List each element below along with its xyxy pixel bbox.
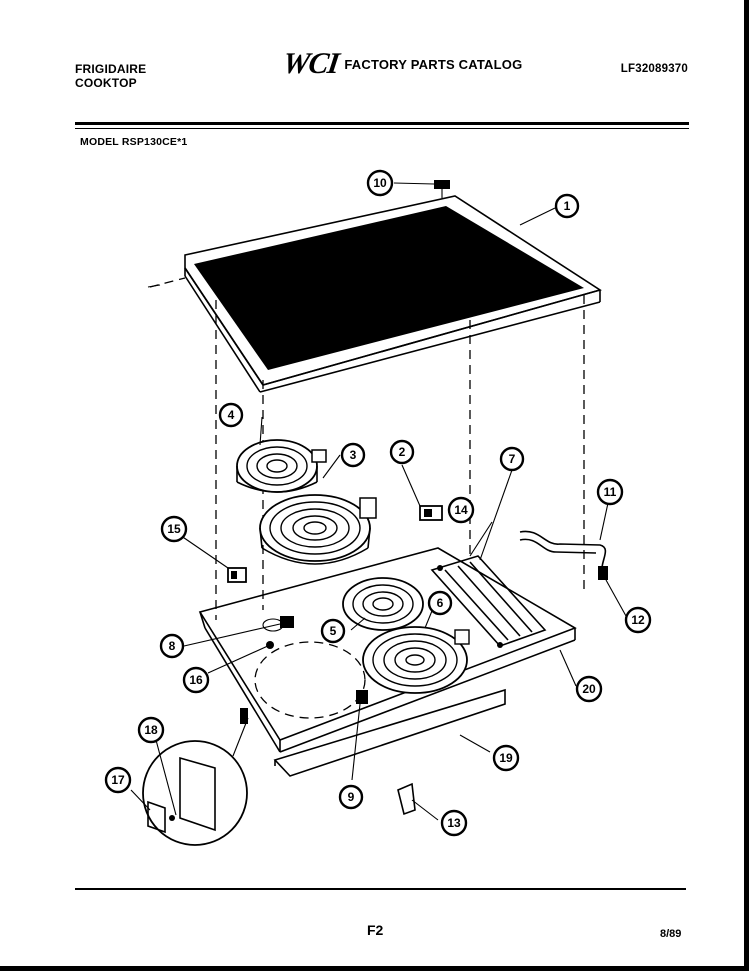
callout-label: 8 bbox=[169, 639, 176, 653]
callout-label: 12 bbox=[631, 613, 645, 627]
callout-16: 16 bbox=[182, 666, 210, 694]
callout-label: 7 bbox=[509, 452, 516, 466]
callout-12: 12 bbox=[624, 606, 652, 634]
callout-label: 18 bbox=[144, 723, 158, 737]
callout-label: 5 bbox=[330, 624, 337, 638]
part-switch-2 bbox=[419, 505, 443, 521]
callout-8: 8 bbox=[159, 633, 185, 659]
support-channel-19 bbox=[273, 688, 506, 777]
callout-3: 3 bbox=[340, 442, 366, 468]
callout-4: 4 bbox=[218, 402, 244, 428]
callout-label: 10 bbox=[373, 176, 387, 190]
callout-9: 9 bbox=[338, 784, 364, 810]
callout-20: 20 bbox=[575, 675, 603, 703]
footer-rule bbox=[75, 888, 686, 890]
catalog-title: FACTORY PARTS CATALOG bbox=[344, 56, 523, 72]
callout-17: 17 bbox=[104, 766, 132, 794]
brand-block: FRIGIDAIRE COOKTOP bbox=[75, 62, 146, 90]
callout-label: 2 bbox=[399, 445, 406, 459]
bracket-13 bbox=[397, 782, 416, 816]
surface-element-small-4 bbox=[236, 439, 327, 493]
catalog-heading: WCI FACTORY PARTS CATALOG bbox=[281, 47, 523, 80]
callout-label: 20 bbox=[582, 682, 596, 696]
callout-14: 14 bbox=[447, 496, 475, 524]
revision-date: 8/89 bbox=[660, 928, 682, 940]
callout-label: 19 bbox=[499, 751, 513, 765]
burner-box-pan-20 bbox=[198, 547, 577, 753]
cooktop-glass-top bbox=[147, 195, 602, 393]
header-rule-thick bbox=[75, 122, 689, 125]
catalog-part-number: LF32089370 bbox=[620, 63, 688, 75]
callout-label: 6 bbox=[437, 596, 444, 610]
leader-lines bbox=[130, 182, 627, 821]
callout-19: 19 bbox=[492, 744, 520, 772]
callout-label: 3 bbox=[350, 448, 357, 462]
callout-2: 2 bbox=[389, 439, 415, 465]
power-cord-11 bbox=[519, 530, 608, 580]
callout-label: 4 bbox=[228, 408, 235, 422]
terminal-block-7 bbox=[430, 555, 547, 648]
callout-label: 13 bbox=[447, 816, 461, 830]
surface-element-small-5 bbox=[342, 577, 424, 631]
callout-1: 1 bbox=[554, 193, 580, 219]
surface-element-large-6 bbox=[362, 626, 470, 694]
callout-label: 1 bbox=[564, 199, 571, 213]
callout-label: 9 bbox=[348, 790, 355, 804]
part-block-15 bbox=[227, 567, 247, 583]
callout-label: 16 bbox=[189, 673, 203, 687]
model-label: MODEL RSP130CE*1 bbox=[80, 136, 188, 148]
hardware-parts bbox=[266, 616, 368, 704]
callout-label: 11 bbox=[604, 485, 617, 499]
callout-15: 15 bbox=[160, 515, 188, 543]
header-rule-thin bbox=[75, 128, 689, 129]
product-type: COOKTOP bbox=[75, 76, 137, 90]
callout-label: 14 bbox=[454, 503, 468, 517]
callout-5: 5 bbox=[320, 618, 346, 644]
detail-magnifier bbox=[142, 708, 249, 846]
callout-7: 7 bbox=[499, 446, 525, 472]
brand-name: FRIGIDAIRE bbox=[75, 62, 147, 76]
part-clip-10 bbox=[434, 180, 450, 198]
surface-element-large-3 bbox=[259, 494, 377, 565]
callout-18: 18 bbox=[137, 716, 165, 744]
callout-11: 11 bbox=[596, 478, 624, 506]
callout-label: 17 bbox=[111, 773, 125, 787]
callout-6: 6 bbox=[427, 590, 453, 616]
callout-10: 10 bbox=[366, 169, 394, 197]
callout-label: 15 bbox=[167, 522, 181, 536]
callout-13: 13 bbox=[440, 809, 468, 837]
page-code: F2 bbox=[367, 922, 384, 938]
